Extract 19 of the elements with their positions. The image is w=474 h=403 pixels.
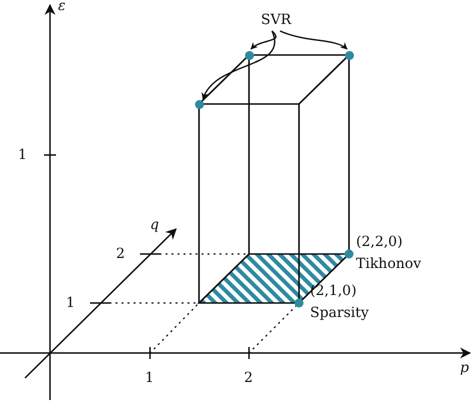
point-label: Sparsity xyxy=(310,305,369,321)
tick-label: 2 xyxy=(244,370,253,386)
point-marker xyxy=(344,50,354,60)
text-label: SVR xyxy=(256,10,296,30)
point-marker xyxy=(194,100,204,108)
point-label: (2,2,0) xyxy=(356,234,403,250)
arrow xyxy=(202,30,276,100)
point-marker xyxy=(244,50,254,60)
axis-label: ε xyxy=(58,0,66,14)
point-label: (2,1,0) xyxy=(310,283,357,299)
tick-label: 1 xyxy=(18,147,27,163)
arrow xyxy=(250,30,276,50)
tick-label: 1 xyxy=(66,295,75,311)
point-label: Tikhonov xyxy=(356,256,422,272)
tick-label: 1 xyxy=(145,370,154,386)
axis-label: p xyxy=(460,360,469,376)
axis-label: q xyxy=(150,217,159,233)
arrow xyxy=(280,30,348,50)
tick-label: 2 xyxy=(116,246,125,262)
